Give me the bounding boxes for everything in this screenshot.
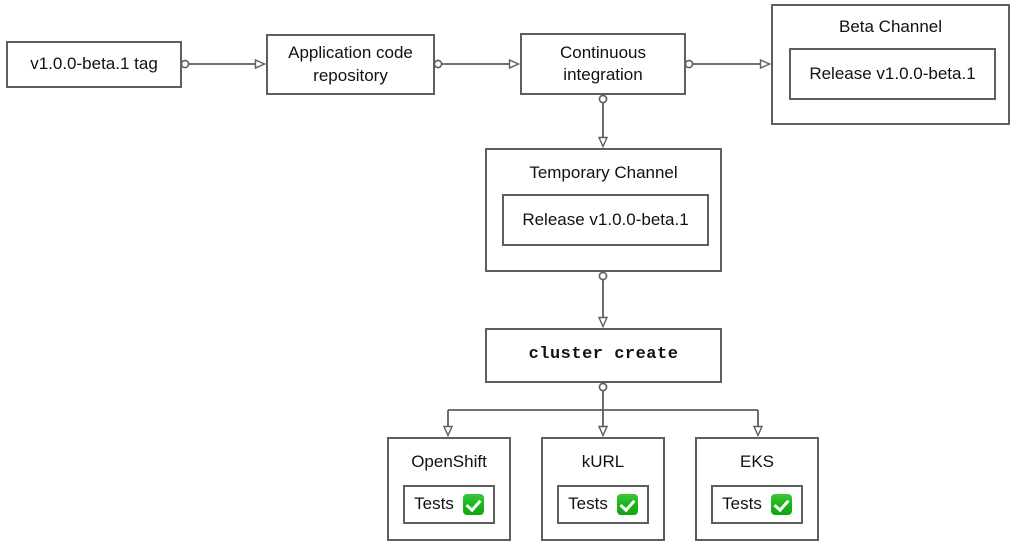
beta-channel-title: Beta Channel <box>838 17 943 36</box>
edge-repo-to-ci <box>433 60 518 67</box>
edge-tag-to-repo <box>180 60 264 67</box>
target-kurl-tests-label: Tests <box>568 494 608 514</box>
edge-cluster-create-to-targets <box>448 382 758 435</box>
target-eks-tests-box[interactable]: Tests <box>711 485 803 524</box>
node-beta-channel[interactable]: Beta Channel Release v1.0.0-beta.1 <box>771 4 1010 125</box>
target-openshift-title: OpenShift <box>411 452 487 471</box>
check-mark-button-icon <box>770 494 792 515</box>
beta-channel-release-box[interactable]: Release v1.0.0-beta.1 <box>789 48 996 100</box>
node-tag-label: v1.0.0-beta.1 tag <box>30 54 158 74</box>
check-mark-button-icon <box>462 494 484 515</box>
edge-temporary-channel-to-cluster-create <box>599 271 606 326</box>
node-target-eks[interactable]: EKS Tests <box>695 437 819 541</box>
edge-ci-to-temporary-channel <box>599 94 606 146</box>
target-openshift-tests-label: Tests <box>414 494 454 514</box>
target-kurl-title: kURL <box>581 452 625 471</box>
target-kurl-tests-box[interactable]: Tests <box>557 485 649 524</box>
target-openshift-tests-box[interactable]: Tests <box>403 485 495 524</box>
node-application-code-repository[interactable]: Application code repository <box>266 34 435 95</box>
node-application-code-repository-label: Application code repository <box>288 43 413 85</box>
node-cluster-create[interactable]: cluster create <box>485 328 722 383</box>
edge-ci-to-beta-channel <box>684 60 769 67</box>
check-mark-button-icon <box>616 494 638 515</box>
node-temporary-channel[interactable]: Temporary Channel Release v1.0.0-beta.1 <box>485 148 722 272</box>
target-eks-tests-label: Tests <box>722 494 762 514</box>
node-target-kurl[interactable]: kURL Tests <box>541 437 665 541</box>
target-eks-title: EKS <box>739 452 775 471</box>
node-tag[interactable]: v1.0.0-beta.1 tag <box>6 41 182 88</box>
node-continuous-integration[interactable]: Continuous integration <box>520 33 686 95</box>
temporary-channel-release-box[interactable]: Release v1.0.0-beta.1 <box>502 194 709 246</box>
node-target-openshift[interactable]: OpenShift Tests <box>387 437 511 541</box>
target-kurl-tests-row: Tests <box>568 493 638 515</box>
node-continuous-integration-label: Continuous integration <box>559 42 646 84</box>
beta-channel-release-label: Release v1.0.0-beta.1 <box>809 63 976 83</box>
target-openshift-tests-row: Tests <box>414 493 484 515</box>
temporary-channel-title: Temporary Channel <box>529 163 678 182</box>
temporary-channel-release-label: Release v1.0.0-beta.1 <box>522 209 689 229</box>
target-eks-tests-row: Tests <box>722 493 792 515</box>
node-cluster-create-label: cluster create <box>528 345 679 365</box>
